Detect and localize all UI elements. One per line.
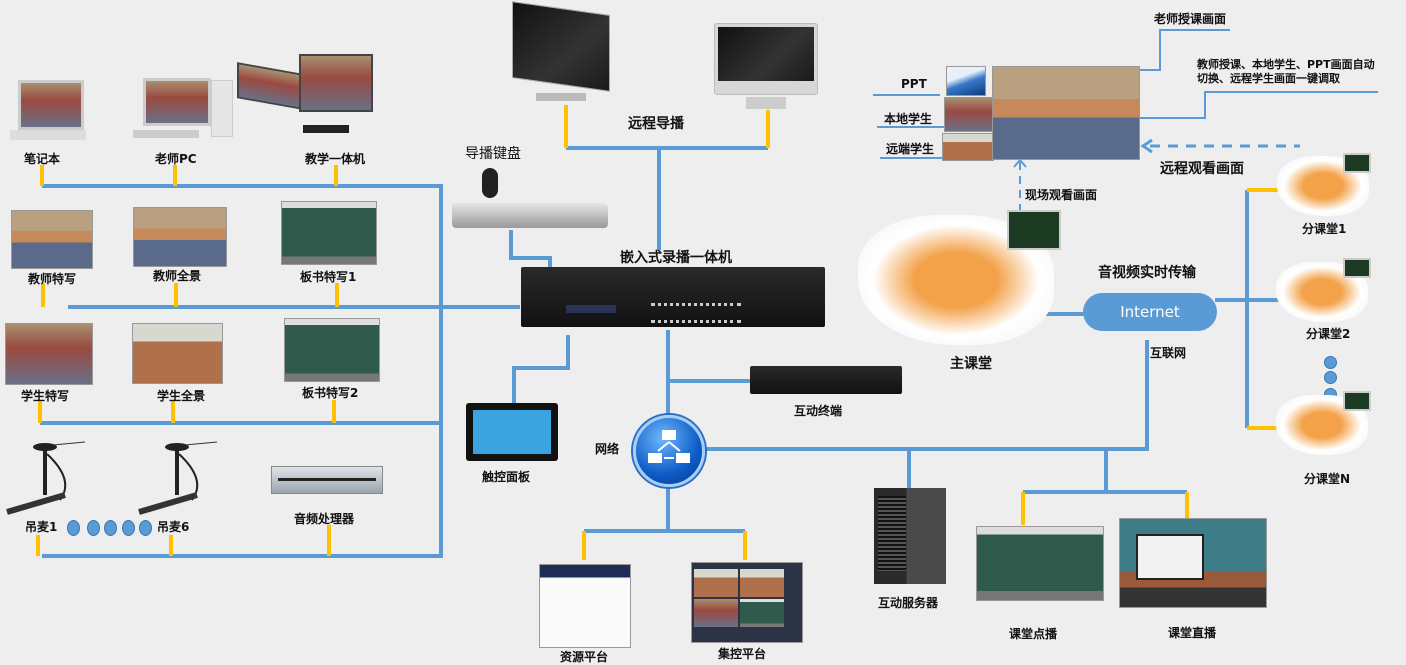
- label-classroom-vod: 课堂点播: [1009, 627, 1058, 641]
- label-network: 网络: [595, 442, 620, 456]
- laptop-icon: [10, 80, 86, 142]
- label-av-transfer: 音视频实时传输: [1098, 265, 1196, 281]
- classroom-live-thumb: [1119, 518, 1267, 608]
- label-pip-remote: 远端学生: [886, 142, 935, 156]
- monitor-icon: [512, 1, 610, 103]
- interactive-terminal-icon: [750, 366, 902, 394]
- network-switch-icon: [633, 415, 705, 487]
- imac-icon: [714, 23, 818, 111]
- label-pip-ppt: PPT: [901, 77, 927, 91]
- teaching-all-in-one-icon: [237, 52, 373, 142]
- teacher-lecture-main-view: [992, 66, 1140, 160]
- branch-board: [1343, 153, 1371, 173]
- classroom-vod-thumb: [976, 526, 1104, 601]
- ceiling-mic-6-icon: [138, 441, 217, 515]
- blackboard-closeup-1-thumb: [281, 201, 377, 265]
- label-classroom-live: 课堂直播: [1168, 626, 1217, 640]
- label-branch-1: 分课堂1: [1302, 222, 1347, 236]
- ceiling-mic-1-icon: [6, 441, 85, 515]
- label-recorder: 嵌入式录播一体机: [620, 250, 732, 266]
- local-student-thumb: [944, 97, 994, 132]
- embedded-recorder-icon: [521, 267, 825, 327]
- ellipsis-dot: [139, 520, 152, 536]
- teacher-closeup-thumb: [11, 210, 93, 269]
- blackboard-closeup-2-thumb: [284, 318, 380, 382]
- touch-panel-icon: [466, 403, 558, 461]
- label-interactive-terminal: 互动终端: [794, 404, 843, 418]
- label-pip-local: 本地学生: [884, 112, 933, 126]
- label-branch-n: 分课堂N: [1304, 472, 1351, 486]
- label-control-platform: 集控平台: [718, 647, 767, 661]
- label-branch-2: 分课堂2: [1306, 327, 1351, 341]
- student-panorama-thumb: [132, 323, 223, 384]
- label-remote-view: 远程观看画面: [1160, 161, 1244, 177]
- main-classroom-board: [1007, 210, 1061, 250]
- label-audio-processor: 音频处理器: [294, 512, 355, 526]
- ellipsis-dot: [1324, 356, 1337, 369]
- label-mic-1: 吊麦1: [25, 520, 58, 534]
- remote-student-thumb: [942, 133, 994, 161]
- resource-platform-screenshot: [539, 564, 631, 648]
- label-auto-switch-2: 切换、远程学生画面一键调取: [1197, 72, 1340, 85]
- label-blackboard-closeup-2: 板书特写2: [302, 386, 359, 400]
- label-interactive-server: 互动服务器: [878, 596, 939, 610]
- label-auto-switch-1: 教师授课、本地学生、PPT画面自动: [1197, 58, 1375, 71]
- label-student-closeup: 学生特写: [21, 389, 70, 403]
- branch-board: [1343, 391, 1371, 411]
- label-blackboard-closeup-1: 板书特写1: [300, 270, 357, 284]
- control-platform-screenshot: [691, 562, 803, 643]
- ellipsis-dot: [87, 520, 100, 536]
- teacher-pc-icon: [133, 78, 233, 140]
- student-closeup-thumb: [5, 323, 93, 385]
- ellipsis-dot: [122, 520, 135, 536]
- audio-processor-icon: [271, 466, 383, 494]
- teacher-panorama-thumb: [133, 207, 227, 267]
- label-main-classroom: 主课堂: [950, 356, 992, 372]
- ellipsis-dot: [104, 520, 117, 536]
- ellipsis-dot: [1324, 371, 1337, 384]
- interactive-server-icon: [874, 488, 946, 584]
- label-teacher-panorama: 教师全景: [153, 269, 202, 283]
- label-local-view: 现场观看画面: [1025, 188, 1098, 202]
- label-teacher-view: 老师授课画面: [1154, 12, 1227, 26]
- branch-board: [1343, 258, 1371, 278]
- label-laptop: 笔记本: [24, 152, 61, 166]
- label-remote-director: 远程导播: [628, 116, 684, 132]
- label-internet-cn: 互联网: [1150, 346, 1187, 360]
- internet-cloud: Internet: [1083, 293, 1217, 331]
- label-teaching-all-in-one: 教学一体机: [305, 152, 366, 166]
- label-resource-platform: 资源平台: [560, 650, 609, 664]
- label-teacher-closeup: 教师特写: [28, 272, 77, 286]
- director-keyboard-icon: [452, 168, 608, 230]
- label-student-panorama: 学生全景: [157, 389, 206, 403]
- ppt-thumb: [946, 66, 986, 96]
- label-director-keyboard: 导播键盘: [465, 146, 521, 162]
- label-touch-panel: 触控面板: [482, 470, 531, 484]
- label-teacher-pc: 老师PC: [155, 152, 197, 166]
- ellipsis-dot: [67, 520, 80, 536]
- label-mic-6: 吊麦6: [157, 520, 190, 534]
